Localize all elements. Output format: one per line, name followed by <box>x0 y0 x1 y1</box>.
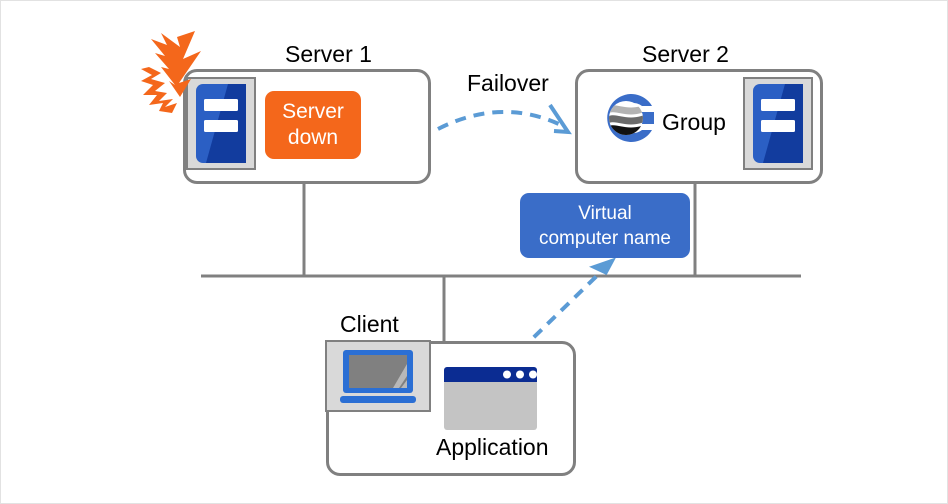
failure-burst-icon <box>139 29 219 114</box>
client-caption: Client <box>340 311 399 337</box>
server-glyph <box>753 84 803 163</box>
application-window-icon <box>444 367 537 430</box>
server-down-status-text: Server down <box>282 99 344 151</box>
failover-arrow <box>437 110 562 131</box>
virtual-computer-name-box: Virtual computer name <box>520 193 690 258</box>
group-label: Group <box>662 109 726 135</box>
laptop-icon <box>325 340 431 412</box>
vcn-line1: Virtual <box>578 202 632 224</box>
server2-server-icon <box>743 77 813 170</box>
application-label: Application <box>436 434 549 460</box>
group-logo-icon <box>600 90 656 146</box>
vcn-line2: computer name <box>538 227 671 249</box>
server1-server-icon <box>186 77 256 170</box>
laptop-glyph <box>340 350 416 403</box>
server-down-line2: down <box>287 126 339 149</box>
app-to-vcn-arrowhead <box>589 257 617 275</box>
group-logo-glyph <box>607 94 654 142</box>
burst-glyph <box>141 31 201 113</box>
server2-caption: Server 2 <box>642 41 729 67</box>
virtual-computer-name-text: Virtual computer name <box>539 201 671 251</box>
application-window-glyph <box>444 367 537 430</box>
server-down-status-badge: Server down <box>265 91 361 159</box>
failover-arrowhead <box>548 103 572 135</box>
failover-label: Failover <box>467 70 549 96</box>
server1-caption: Server 1 <box>285 41 372 67</box>
server-down-line1: Server <box>282 100 344 123</box>
server-glyph <box>196 84 246 163</box>
